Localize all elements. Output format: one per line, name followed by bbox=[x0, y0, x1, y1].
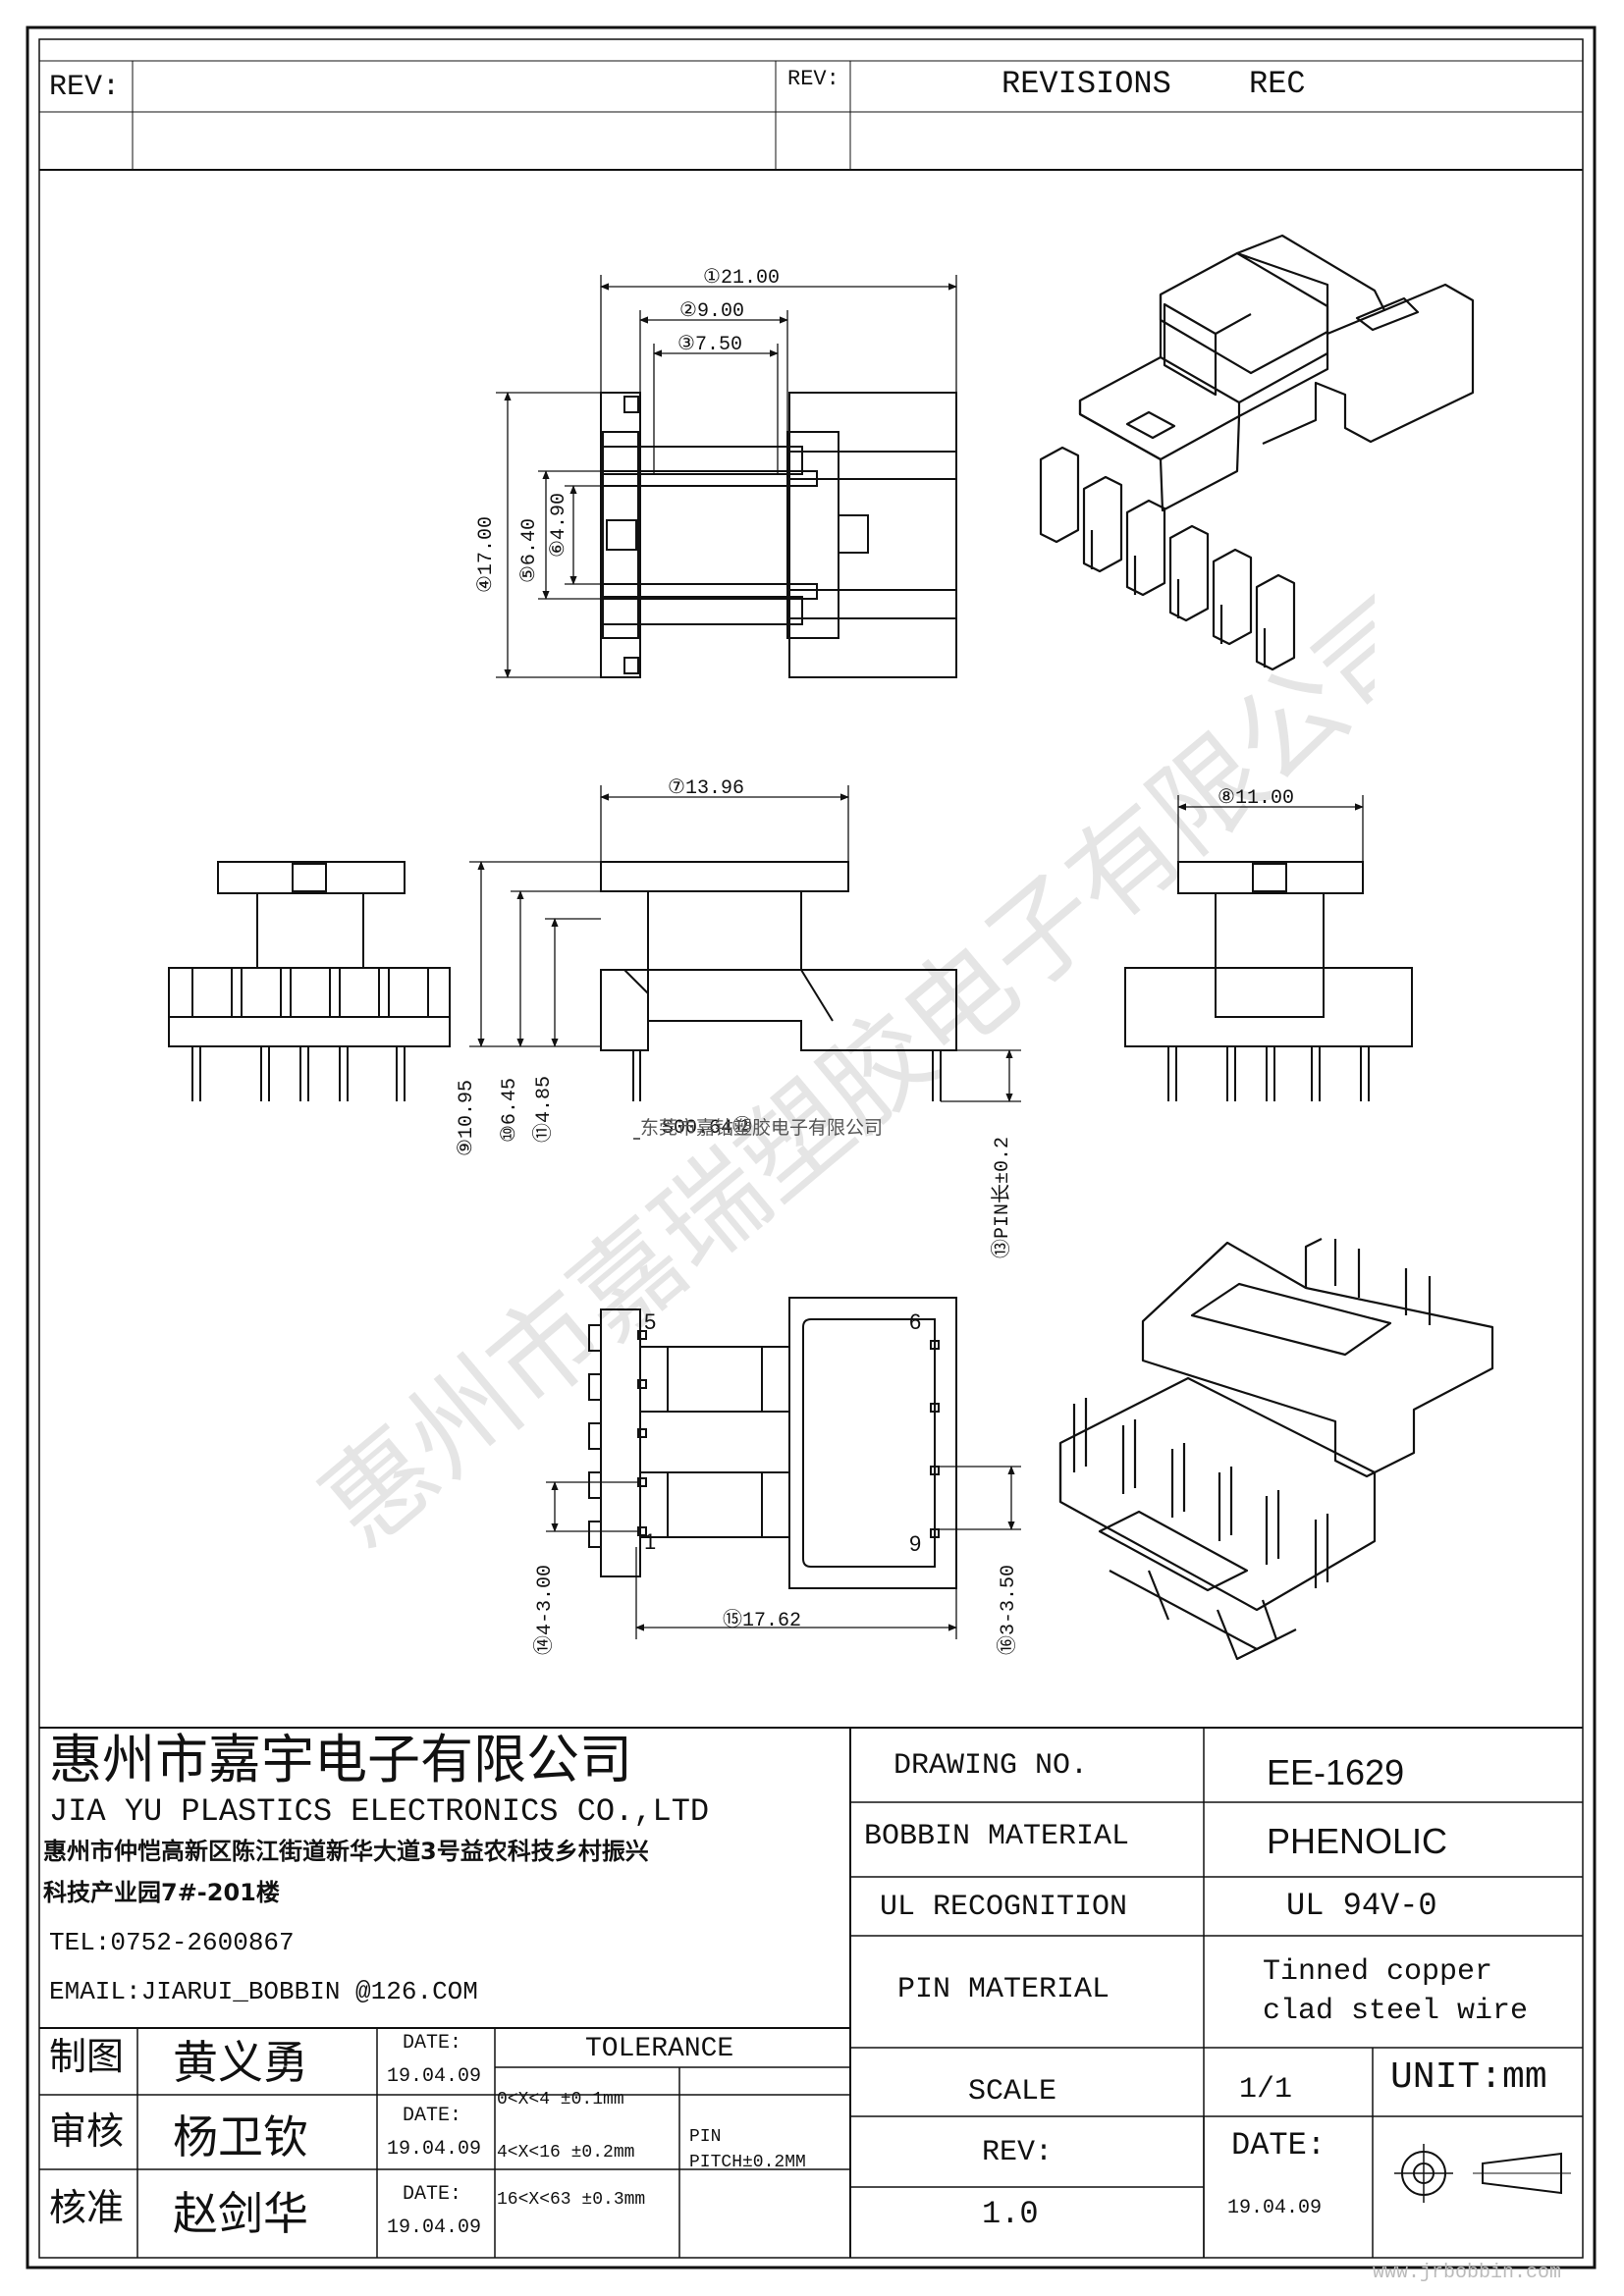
approval-date-label-review: DATE: bbox=[403, 2105, 462, 2127]
approval-date-label-draw: DATE: bbox=[403, 2032, 462, 2055]
side-view-dims bbox=[469, 785, 1021, 1140]
dim-label-16: ⑯3-3.50 bbox=[998, 1564, 1020, 1655]
approval-date-approve: 19.04.09 bbox=[387, 2216, 482, 2239]
rev-label-left: REV: bbox=[49, 71, 121, 104]
rev-label-mid: REV: bbox=[787, 67, 839, 91]
front-view bbox=[168, 861, 451, 1101]
pin-material-label: PIN MATERIAL bbox=[897, 1973, 1110, 2006]
rec-label: REC bbox=[1249, 66, 1306, 102]
dim-label-5: ⑤6.40 bbox=[518, 518, 541, 583]
approval-date-draw: 19.04.09 bbox=[387, 2065, 482, 2088]
approval-name-approve: 赵剑华 bbox=[173, 2187, 308, 2240]
company-address-line2: 科技产业园7#-201楼 bbox=[43, 1879, 280, 1906]
pin-pitch-label: PIN bbox=[689, 2127, 722, 2147]
approval-role-review: 审核 bbox=[49, 2109, 125, 2153]
dim-label-15: ⑮17.62 bbox=[723, 1610, 802, 1632]
overlay-company-text: 东莞市嘉钻塑胶电子有限公司 bbox=[640, 1118, 884, 1139]
pin-number-5: 5 bbox=[644, 1309, 657, 1334]
dim-label-14: ⑭4-3.00 bbox=[534, 1564, 557, 1655]
rev-label: REV: bbox=[982, 2136, 1054, 2169]
bottom-view bbox=[588, 1297, 957, 1589]
dim-label-13: ⑬PIN长±0.2 bbox=[992, 1136, 1014, 1258]
dim-label-10: ⑩6.45 bbox=[499, 1078, 521, 1143]
scale-label: SCALE bbox=[968, 2075, 1057, 2109]
dim-label-12: S00.64⑫ bbox=[662, 1117, 753, 1140]
tolerance-row-3: 16<X<63 ±0.3mm bbox=[497, 2190, 646, 2210]
pin-pitch-value: PITCH±0.2MM bbox=[689, 2153, 806, 2172]
ul-recognition-value: UL 94V-0 bbox=[1286, 1888, 1437, 1924]
company-email: EMAIL:JIARUI_BOBBIN @126.COM bbox=[49, 1977, 478, 2006]
bottom-view-dims bbox=[546, 1466, 1021, 1639]
top-view-dims bbox=[496, 275, 957, 678]
tolerance-row-2: 4<X<16 ±0.2mm bbox=[497, 2143, 635, 2163]
unit-label: UNIT:mm bbox=[1390, 2056, 1547, 2099]
iso-view-bottom bbox=[1058, 1238, 1494, 1661]
dim-label-9: ⑨10.95 bbox=[456, 1080, 478, 1156]
dim-label-11: ⑪4.85 bbox=[533, 1075, 556, 1143]
approval-name-draw: 黄义勇 bbox=[173, 2036, 308, 2089]
approval-role-approve: 核准 bbox=[49, 2186, 125, 2229]
dim-label-2: ②9.00 bbox=[679, 300, 744, 323]
approval-date-review: 19.04.09 bbox=[387, 2138, 482, 2161]
dim-label-3: ③7.50 bbox=[677, 334, 742, 356]
drawing-no-value: EE-1629 bbox=[1267, 1752, 1405, 1792]
bobbin-material-label: BOBBIN MATERIAL bbox=[864, 1820, 1130, 1853]
approval-role-draw: 制图 bbox=[49, 2035, 125, 2078]
drawing-no-label: DRAWING NO. bbox=[893, 1749, 1089, 1783]
end-view bbox=[1124, 861, 1413, 1101]
approval-date-label-approve: DATE: bbox=[403, 2183, 462, 2206]
pin-number-9: 9 bbox=[909, 1531, 922, 1556]
top-view bbox=[600, 392, 957, 678]
tolerance-row-1: 0<X<4 ±0.1mm bbox=[497, 2090, 624, 2109]
scale-value: 1/1 bbox=[1239, 2073, 1293, 2107]
dim-label-8: ⑧11.00 bbox=[1218, 787, 1294, 810]
company-address-line1: 惠州市仲恺高新区陈江街道新华大道3号益农科技乡村振兴 bbox=[43, 1838, 649, 1865]
pin-number-1: 1 bbox=[644, 1529, 657, 1554]
iso-view-top bbox=[1039, 234, 1475, 671]
company-tel: TEL:0752-2600867 bbox=[49, 1928, 295, 1957]
pin-number-6: 6 bbox=[909, 1309, 922, 1334]
tolerance-title: TOLERANCE bbox=[585, 2034, 734, 2064]
approval-name-review: 杨卫钦 bbox=[173, 2110, 308, 2163]
company-name-cn: 惠州市嘉宇电子有限公司 bbox=[49, 1729, 632, 1790]
bobbin-material-value: PHENOLIC bbox=[1267, 1821, 1448, 1861]
watermark-url: www.jrbobbin.com bbox=[1373, 2262, 1562, 2284]
dim-label-1: ①21.00 bbox=[703, 267, 780, 290]
rev-value: 1.0 bbox=[982, 2196, 1039, 2232]
dim-label-6: ⑥4.90 bbox=[548, 493, 570, 558]
company-name-en: JIA YU PLASTICS ELECTRONICS CO.,LTD bbox=[49, 1793, 710, 1830]
date-value: 19.04.09 bbox=[1227, 2197, 1323, 2219]
ul-recognition-label: UL RECOGNITION bbox=[880, 1891, 1128, 1924]
dim-label-7: ⑦13.96 bbox=[668, 777, 744, 800]
dim-label-4: ④17.00 bbox=[475, 516, 498, 593]
side-view bbox=[600, 861, 957, 1101]
pin-material-value-2: clad steel wire bbox=[1263, 1995, 1529, 2028]
revisions-label: REVISIONS bbox=[1001, 66, 1171, 102]
date-label: DATE: bbox=[1231, 2127, 1326, 2163]
pin-material-value-1: Tinned copper bbox=[1263, 1955, 1493, 1989]
end-view-dims bbox=[1177, 795, 1364, 862]
